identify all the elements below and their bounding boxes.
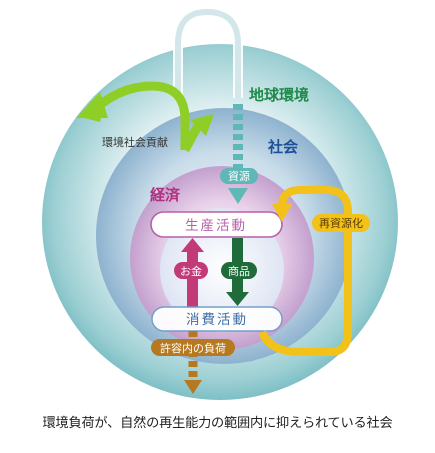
production-box: [150, 211, 283, 238]
production-label: 生産活動: [185, 218, 247, 234]
tolerable-load-label: 許容内の負荷: [160, 341, 226, 355]
money-arrow: [181, 238, 204, 310]
recycling-arrow: [258, 186, 352, 356]
society-label: 社会: [267, 138, 298, 156]
resources-label: 資源: [228, 169, 250, 183]
contribution-label: 環境社会貢献: [102, 135, 168, 149]
environment-label: 地球環境: [249, 86, 309, 104]
money-label: お金: [180, 264, 202, 278]
economy-label: 経済: [150, 186, 181, 204]
tolerable-load-arrow: [184, 331, 202, 394]
diagram-caption: 環境負荷が、自然の再生能力の範囲内に抑えられている社会: [42, 416, 393, 431]
consumption-label: 消費活動: [186, 312, 248, 328]
resource-arrow: [228, 104, 248, 204]
contribution-arrow: [76, 81, 214, 153]
products-label: 商品: [228, 264, 250, 278]
consumption-box: [151, 306, 283, 332]
recycling-label: 再資源化: [319, 216, 363, 230]
